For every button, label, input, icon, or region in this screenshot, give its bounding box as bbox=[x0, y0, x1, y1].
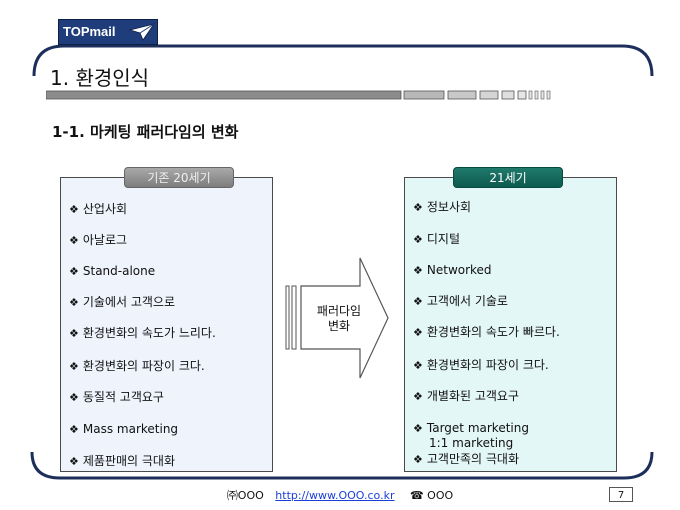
arrow-label: 패러다임 변화 bbox=[310, 304, 368, 334]
list-item: ❖동질적 고객요구 bbox=[69, 390, 164, 404]
diamond-bullet-icon: ❖ bbox=[413, 233, 423, 246]
diamond-bullet-icon: ❖ bbox=[69, 391, 79, 404]
list-item: ❖Target marketing bbox=[413, 421, 529, 435]
list-item-subline: 1:1 marketing bbox=[429, 436, 514, 450]
arrow-label-line1: 패러다임 bbox=[316, 304, 362, 318]
list-item: ❖환경변화의 속도가 빠르다. bbox=[413, 325, 560, 339]
footer-website-link[interactable]: http://www.OOO.co.kr bbox=[275, 489, 395, 502]
topmail-logo: TOPmail bbox=[58, 19, 158, 45]
diamond-bullet-icon: ❖ bbox=[69, 296, 79, 309]
legacy-century-box: ❖산업사회 ❖아날로그 ❖Stand-alone ❖기술에서 고객으로 ❖환경변… bbox=[60, 177, 273, 472]
paradigm-shift-arrow-icon bbox=[285, 257, 389, 379]
list-item: ❖고객만족의 극대화 bbox=[413, 452, 520, 466]
list-item: ❖환경변화의 파장이 크다. bbox=[413, 358, 549, 372]
paper-plane-icon bbox=[129, 23, 155, 41]
diamond-bullet-icon: ❖ bbox=[413, 453, 423, 466]
diamond-bullet-icon: ❖ bbox=[69, 423, 79, 436]
diamond-bullet-icon: ❖ bbox=[69, 360, 79, 373]
diamond-bullet-icon: ❖ bbox=[69, 455, 79, 468]
list-item: ❖Networked bbox=[413, 263, 492, 277]
list-item: ❖제품판매의 극대화 bbox=[69, 454, 176, 468]
section-subtitle: 1-1. 마케팅 패러다임의 변화 bbox=[52, 123, 239, 141]
footer: ㈜OOO http://www.OOO.co.kr ☎ OOO bbox=[0, 487, 680, 503]
legacy-century-header: 기존 20세기 bbox=[124, 167, 234, 188]
diamond-bullet-icon: ❖ bbox=[69, 203, 79, 216]
diamond-bullet-icon: ❖ bbox=[413, 390, 423, 403]
title-decor-bar bbox=[46, 90, 551, 100]
page-number: 7 bbox=[609, 487, 633, 502]
page-title: 1. 환경인식 bbox=[50, 66, 150, 90]
list-item: ❖Mass marketing bbox=[69, 422, 179, 436]
list-item: ❖고객에서 기술로 bbox=[413, 294, 508, 308]
new-century-header: 21세기 bbox=[453, 167, 563, 188]
list-item: ❖아날로그 bbox=[69, 233, 128, 247]
list-item: ❖정보사회 bbox=[413, 200, 472, 214]
diamond-bullet-icon: ❖ bbox=[413, 264, 423, 277]
diamond-bullet-icon: ❖ bbox=[413, 359, 423, 372]
list-item: ❖기술에서 고객으로 bbox=[69, 295, 176, 309]
diamond-bullet-icon: ❖ bbox=[413, 295, 423, 308]
list-item: ❖Stand-alone bbox=[69, 264, 156, 278]
diamond-bullet-icon: ❖ bbox=[413, 326, 423, 339]
diamond-bullet-icon: ❖ bbox=[69, 265, 79, 278]
diamond-bullet-icon: ❖ bbox=[69, 327, 79, 340]
list-item: ❖개별화된 고객요구 bbox=[413, 389, 520, 403]
new-century-box: ❖정보사회 ❖디지털 ❖Networked ❖고객에서 기술로 ❖환경변화의 속… bbox=[404, 177, 617, 472]
list-item: ❖산업사회 bbox=[69, 202, 128, 216]
footer-company: ㈜OOO bbox=[226, 489, 264, 502]
list-item: ❖디지털 bbox=[413, 232, 460, 246]
footer-phone: ☎ OOO bbox=[409, 489, 454, 502]
diamond-bullet-icon: ❖ bbox=[413, 422, 423, 435]
list-item: ❖환경변화의 파장이 크다. bbox=[69, 359, 205, 373]
logo-text: TOPmail bbox=[63, 24, 116, 39]
arrow-label-line2: 변화 bbox=[327, 319, 351, 333]
diamond-bullet-icon: ❖ bbox=[413, 201, 423, 214]
list-item: ❖환경변화의 속도가 느리다. bbox=[69, 326, 216, 340]
diamond-bullet-icon: ❖ bbox=[69, 234, 79, 247]
